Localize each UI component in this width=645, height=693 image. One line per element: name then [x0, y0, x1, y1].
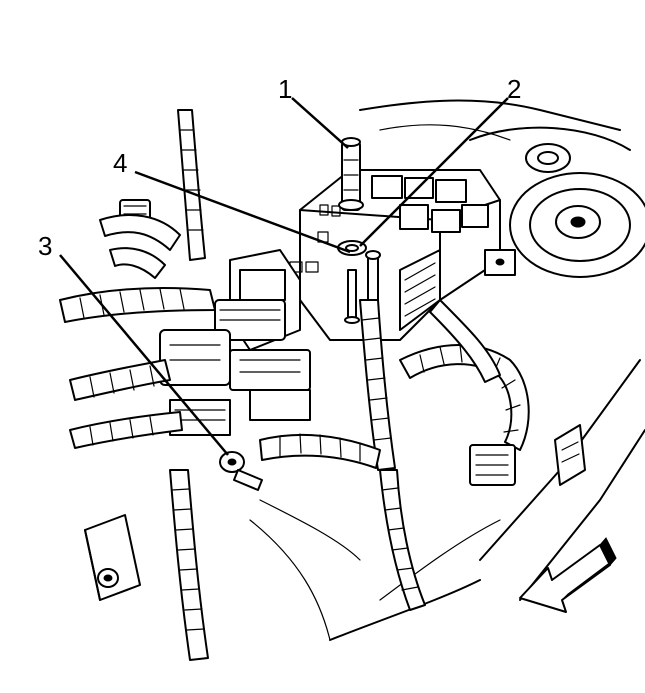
fuse-block-nut [337, 240, 367, 324]
callout-4: 4 [113, 148, 127, 178]
strut-tower [509, 143, 645, 278]
callout-3: 3 [38, 231, 52, 261]
right-bolt [365, 250, 381, 301]
leader-4 [134, 170, 351, 254]
body-panels [249, 99, 645, 641]
fuse-block [289, 169, 501, 341]
leader-lines [59, 97, 509, 456]
leader-3 [59, 254, 229, 456]
right-connectors [469, 249, 516, 486]
wiring-harness [59, 109, 530, 661]
leader-1 [291, 97, 349, 149]
side-bracket [554, 424, 586, 486]
ground-terminal [219, 451, 263, 491]
connector-cluster [119, 199, 311, 436]
leader-2 [359, 97, 509, 247]
fuse-block-stud [338, 137, 364, 211]
front-arrow-icon [519, 537, 617, 613]
callout-2: 2 [507, 74, 521, 104]
callout-1: 1 [278, 74, 292, 104]
bottom-left-module [84, 514, 141, 601]
